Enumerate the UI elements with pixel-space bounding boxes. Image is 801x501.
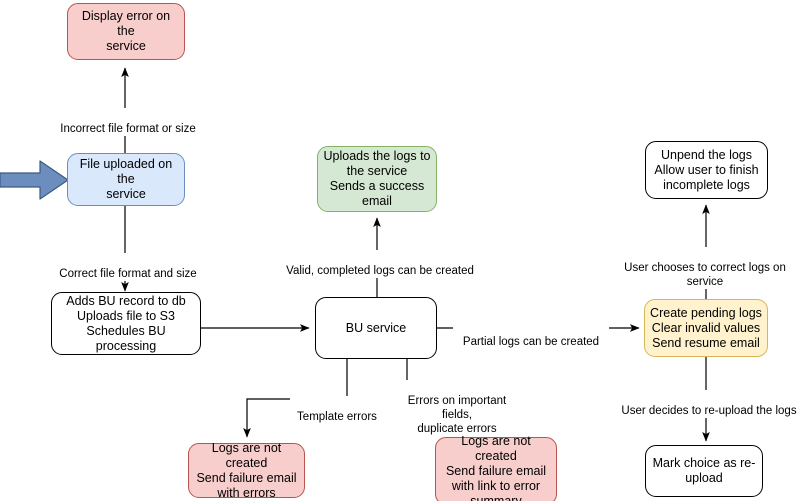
node-logs-not-created-fields[interactable]: Logs are not created Send failure email … bbox=[435, 433, 557, 501]
edge-label-text: Partial logs can be created bbox=[462, 336, 600, 348]
node-label: Adds BU record to db Uploads file to S3 … bbox=[66, 293, 186, 353]
node-unpend-logs[interactable]: Unpend the logs Allow user to finish inc… bbox=[645, 141, 768, 199]
edge-label-valid-logs: Valid, completed logs can be created bbox=[283, 250, 477, 278]
node-logs-not-created-template[interactable]: Logs are not created Send failure email … bbox=[188, 440, 305, 500]
edge-label-text: Correct file format and size bbox=[59, 268, 197, 280]
node-label: Display error on the service bbox=[81, 9, 171, 53]
node-bu-service[interactable]: BU service bbox=[315, 297, 437, 359]
edge-label-text: Template errors bbox=[297, 411, 377, 423]
node-label: File uploaded on the service bbox=[79, 157, 173, 201]
edge-label-partial-logs: Partial logs can be created bbox=[453, 321, 609, 349]
node-label: Create pending logs Clear invalid values… bbox=[650, 305, 762, 350]
node-mark-reupload[interactable]: Mark choice as re- upload bbox=[645, 445, 763, 497]
edge-label-template-errors: Template errors bbox=[290, 396, 384, 424]
node-label: Unpend the logs Allow user to finish inc… bbox=[654, 147, 759, 192]
edge-label-text: User decides to re-upload the logs bbox=[621, 405, 797, 417]
edge-label-text: Valid, completed logs can be created bbox=[286, 265, 474, 277]
edge-label-user-corrects: User chooses to correct logs on service bbox=[605, 247, 801, 289]
node-display-error[interactable]: Display error on the service bbox=[67, 3, 185, 60]
edge-label-text: User chooses to correct logs on service bbox=[624, 262, 786, 288]
edge-label-important-fields: Errors on important fields, duplicate er… bbox=[392, 380, 522, 436]
node-label: Uploads the logs to the service Sends a … bbox=[323, 149, 431, 208]
edge-label-incorrect-format: Incorrect file format or size bbox=[56, 108, 200, 136]
node-create-pending-logs[interactable]: Create pending logs Clear invalid values… bbox=[644, 299, 768, 357]
node-label: Mark choice as re- upload bbox=[652, 456, 756, 485]
edge-label-text: Errors on important fields, duplicate er… bbox=[407, 395, 507, 435]
node-label: BU service bbox=[345, 320, 407, 335]
edge-label-text: Incorrect file format or size bbox=[60, 123, 196, 135]
entry-block-arrow-icon bbox=[0, 160, 69, 200]
node-label: Logs are not created Send failure email … bbox=[445, 433, 547, 501]
edge-label-user-reupload: User decides to re-upload the logs bbox=[613, 390, 801, 418]
node-file-uploaded[interactable]: File uploaded on the service bbox=[67, 153, 185, 206]
node-uploads-logs[interactable]: Uploads the logs to the service Sends a … bbox=[317, 146, 437, 212]
node-label: Logs are not created Send failure email … bbox=[196, 440, 297, 500]
node-adds-bu-record[interactable]: Adds BU record to db Uploads file to S3 … bbox=[51, 292, 201, 355]
edge-label-correct-format: Correct file format and size bbox=[56, 253, 200, 281]
